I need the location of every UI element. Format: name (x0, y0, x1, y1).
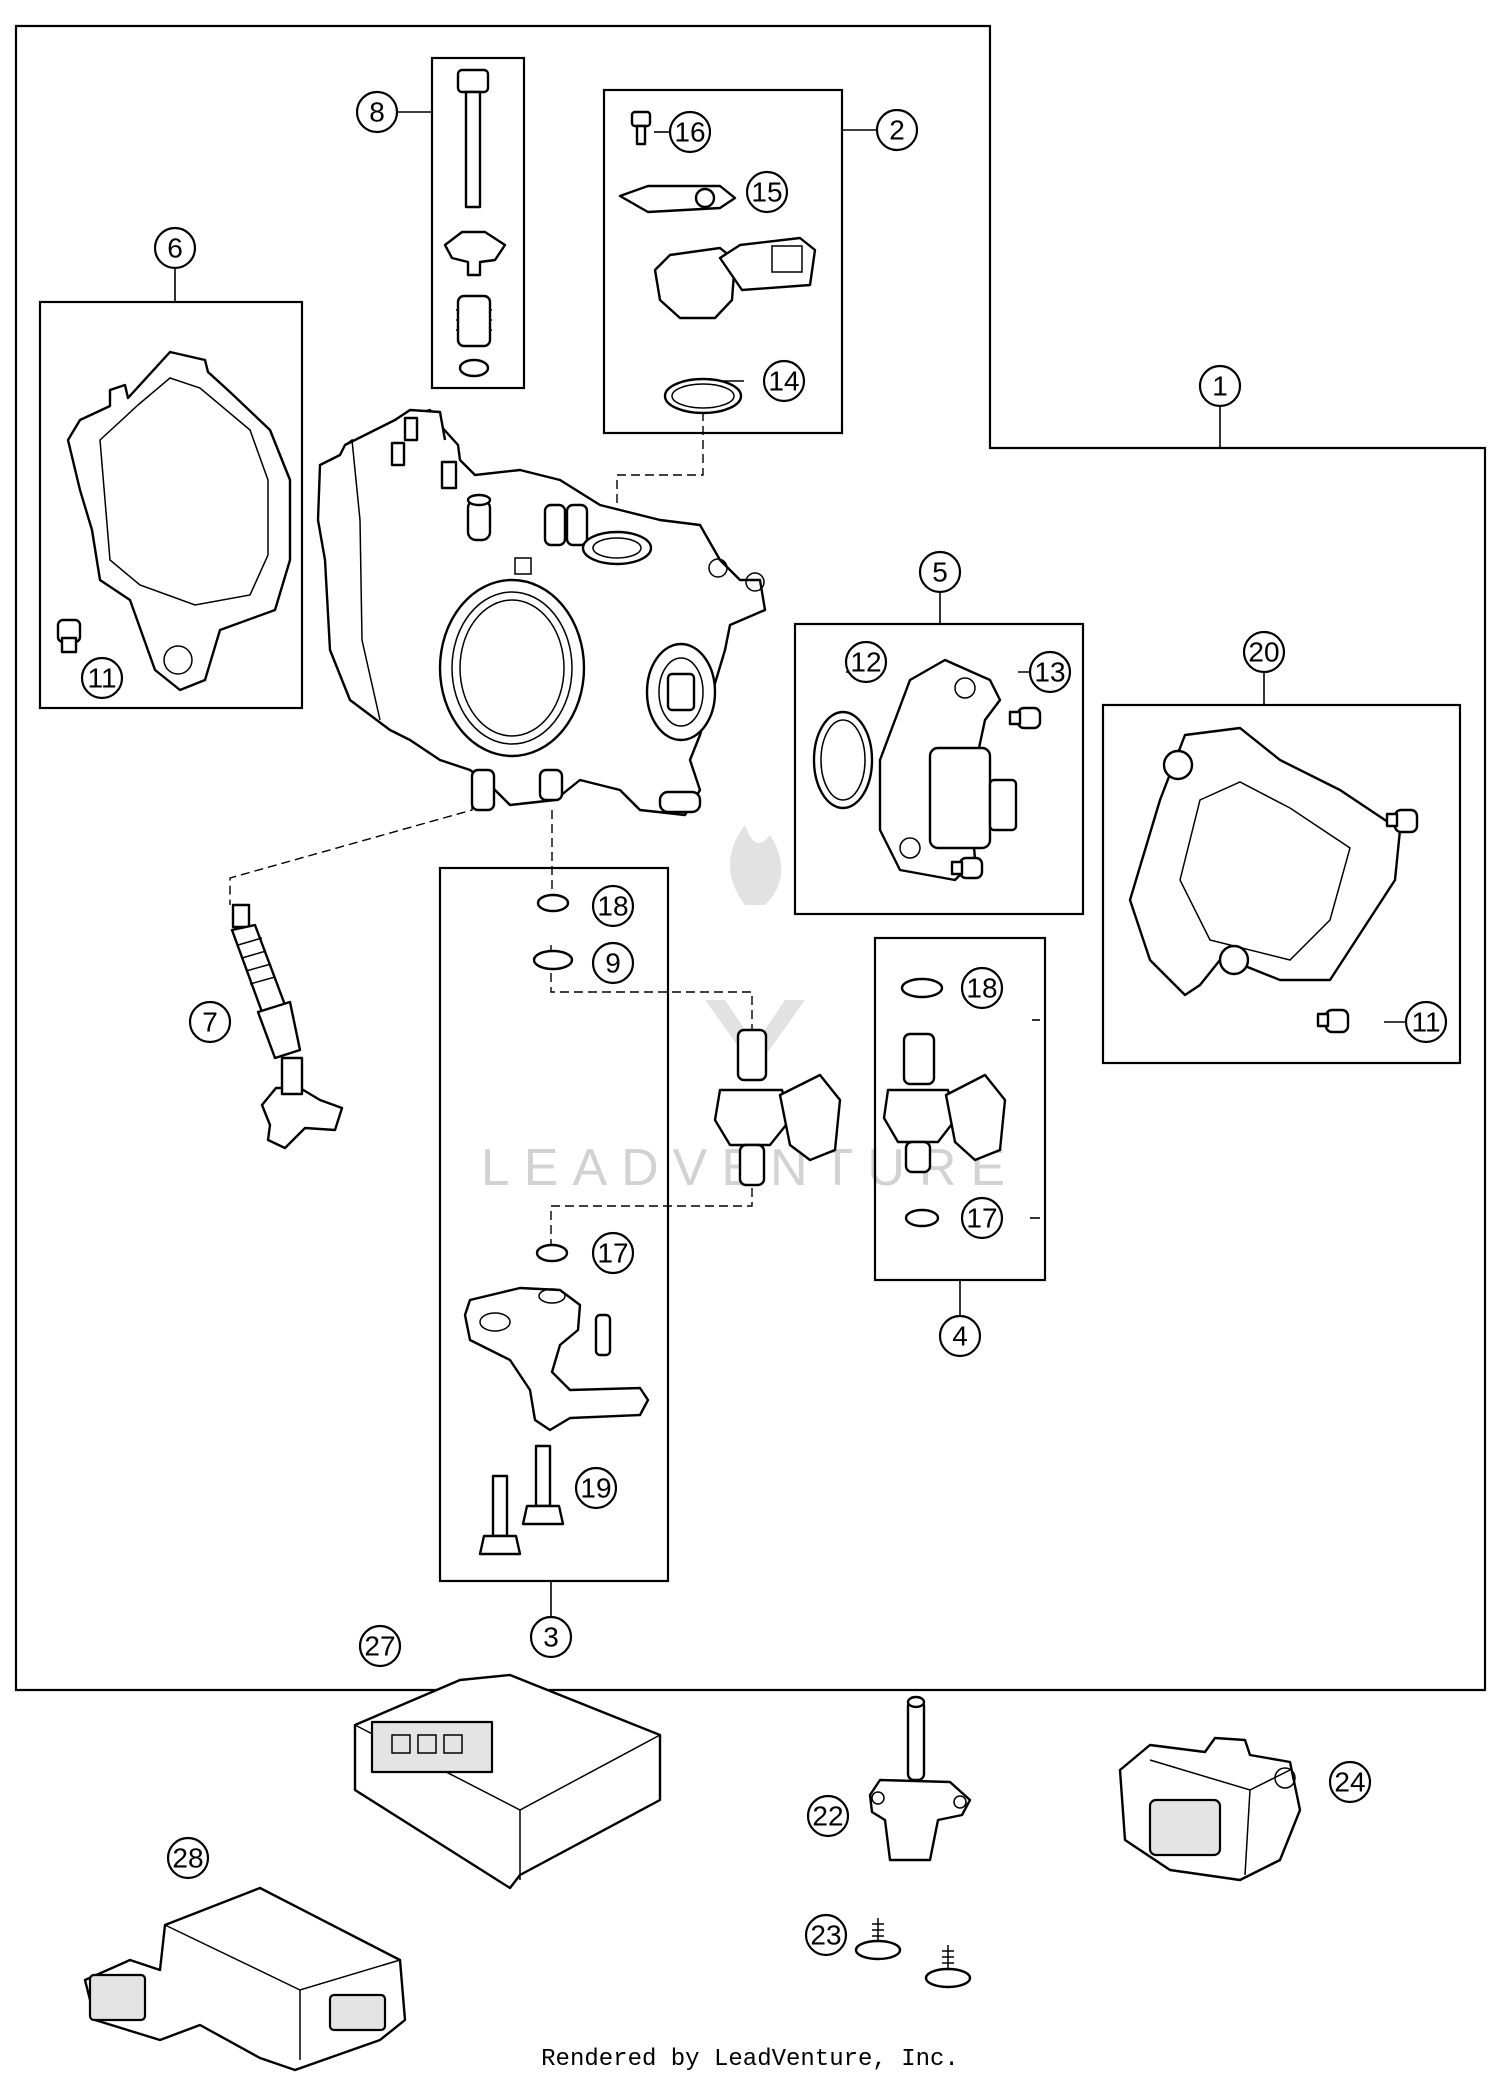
map-sensor-group-part (812, 658, 1042, 882)
callout-15: 15 (745, 170, 789, 214)
callout-label: 22 (812, 1801, 843, 1832)
leader-lines (174, 111, 1406, 1617)
fuel-injector-part (713, 1028, 842, 1187)
group-2-frame (602, 88, 844, 435)
sensor-housing-group-part (1128, 726, 1419, 1034)
callout-3: 3 (529, 1615, 573, 1659)
callout-12: 12 (844, 640, 888, 684)
group-8-frame (430, 56, 526, 390)
callout-label: 28 (172, 1843, 203, 1874)
throttle-position-sensor-group-part (618, 110, 817, 415)
rendered-by-credit: Rendered by LeadVenture, Inc. (541, 2046, 959, 2073)
assembly-frame (14, 24, 1487, 1692)
callout-18-left: 18 (591, 884, 635, 928)
callout-17-left: 17 (591, 1231, 635, 1275)
callout-label: 9 (605, 948, 621, 979)
callout-label: 19 (580, 1473, 611, 1504)
injector-group-part (882, 977, 1007, 1228)
callout-label: 13 (1034, 657, 1065, 688)
callout-label: 14 (768, 366, 799, 397)
callout-28: 28 (166, 1836, 210, 1880)
control-module-part (83, 1886, 407, 2072)
callout-7: 7 (188, 1000, 232, 1044)
callout-label: 15 (751, 177, 782, 208)
callout-label: 7 (202, 1007, 218, 1038)
tilt-sensor-part (1118, 1736, 1302, 1882)
callout-6: 6 (153, 226, 197, 270)
callout-2: 2 (875, 108, 919, 152)
callout-label: 17 (597, 1238, 628, 1269)
callout-label: 24 (1334, 1767, 1365, 1798)
callout-22: 22 (806, 1794, 850, 1838)
callout-11-left: 11 (80, 656, 124, 700)
callout-16: 16 (668, 110, 712, 154)
callout-label: 18 (966, 973, 997, 1004)
callout-14: 14 (762, 359, 806, 403)
callout-18-right: 18 (960, 966, 1004, 1010)
callout-label: 27 (364, 1631, 395, 1662)
callout-17-right: 17 (960, 1196, 1004, 1240)
throttle-body-part (316, 408, 767, 817)
group-3-frame (438, 866, 670, 1583)
callout-23: 23 (804, 1913, 848, 1957)
injector-holder-group-part (463, 893, 650, 1556)
callout-4: 4 (938, 1314, 982, 1358)
group-6-frame (38, 300, 304, 710)
callout-24: 24 (1328, 1760, 1372, 1804)
callout-label: 1 (1212, 371, 1228, 402)
callout-27: 27 (358, 1624, 402, 1668)
callout-label: 20 (1248, 637, 1279, 668)
throttle-cover-part (56, 350, 292, 692)
idle-adjust-screw-part (443, 68, 507, 378)
callout-label: 6 (167, 233, 183, 264)
callout-13: 13 (1028, 650, 1072, 694)
callout-label: 2 (889, 115, 905, 146)
callout-label: 23 (810, 1920, 841, 1951)
callout-label: 11 (87, 663, 116, 694)
callout-label: 18 (597, 891, 628, 922)
callout-label: 16 (674, 117, 705, 148)
callout-label: 4 (952, 1321, 968, 1352)
control-unit-part (353, 1673, 662, 1890)
temperature-sensor-part (230, 903, 344, 1150)
group-5-frame (793, 622, 1085, 916)
callout-9: 9 (591, 941, 635, 985)
callout-label: 3 (543, 1622, 559, 1653)
callout-1: 1 (1198, 364, 1242, 408)
group-20-frame (1101, 703, 1462, 1065)
callout-8: 8 (355, 90, 399, 134)
callout-19: 19 (574, 1466, 618, 1510)
callout-20: 20 (1242, 630, 1286, 674)
pressure-sensor-part (854, 1695, 972, 1989)
callout-label: 17 (966, 1203, 997, 1234)
callout-label: 12 (850, 647, 881, 678)
callout-label: 11 (1411, 1007, 1440, 1038)
callout-5: 5 (918, 550, 962, 594)
callout-11-right: 11 (1404, 1000, 1448, 1044)
callout-label: 5 (932, 557, 948, 588)
callout-label: 8 (369, 97, 385, 128)
